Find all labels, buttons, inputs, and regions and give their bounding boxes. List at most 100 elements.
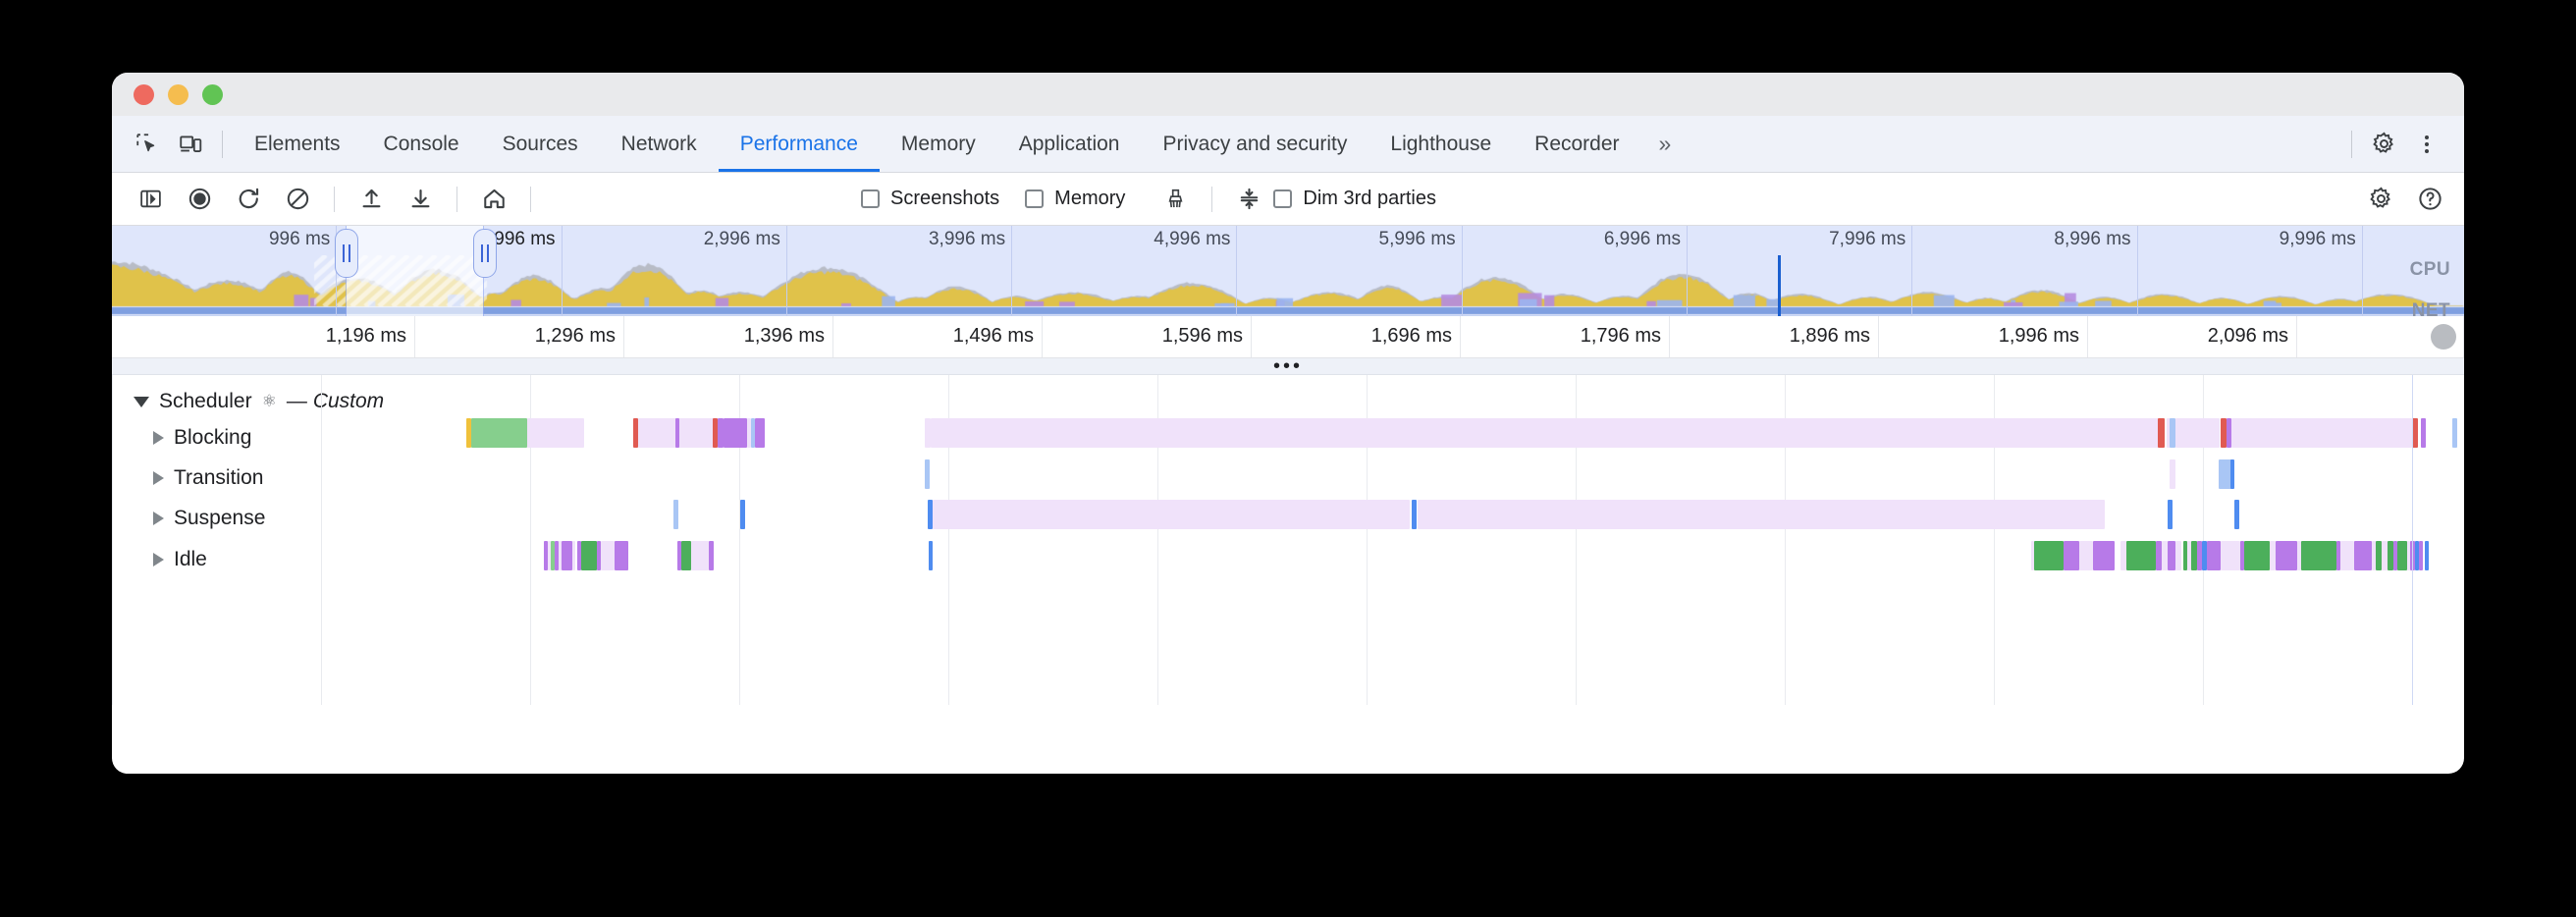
flame-bar[interactable] (931, 418, 2160, 448)
flame-bar[interactable] (751, 418, 755, 448)
flame-bar[interactable] (681, 541, 691, 570)
flame-bar[interactable] (713, 418, 718, 448)
flame-bar[interactable] (2197, 541, 2202, 570)
flame-bar[interactable] (2297, 541, 2301, 570)
flame-bar[interactable] (2219, 459, 2232, 489)
flame-bar[interactable] (597, 541, 601, 570)
flame-bar[interactable] (928, 500, 933, 529)
flame-bar[interactable] (2187, 541, 2191, 570)
flame-bar[interactable] (2425, 541, 2429, 570)
tab-privacy-and-security[interactable]: Privacy and security (1162, 132, 1348, 155)
track-row-suspense[interactable]: Suspense (153, 507, 265, 530)
settings-gear-icon[interactable] (2362, 123, 2405, 166)
load-profile-icon[interactable] (347, 178, 396, 221)
flame-bar[interactable] (581, 541, 597, 570)
more-options-icon[interactable] (2405, 123, 2448, 166)
flame-bar[interactable] (691, 541, 709, 570)
flame-bar[interactable] (2202, 541, 2207, 570)
flame-bar[interactable] (2064, 541, 2079, 570)
more-tabs-icon[interactable]: » (1658, 131, 1672, 156)
flame-bar[interactable] (2126, 541, 2156, 570)
flame-bar[interactable] (2168, 500, 2173, 529)
expand-rows-icon[interactable] (1224, 178, 1273, 221)
flame-bar[interactable] (551, 541, 555, 570)
flame-bar[interactable] (2120, 541, 2126, 570)
flame-bar[interactable] (2175, 418, 2220, 448)
device-toolbar-icon[interactable] (169, 123, 212, 166)
close-window-button[interactable] (134, 83, 154, 105)
inspect-element-icon[interactable] (126, 123, 169, 166)
flame-bar[interactable] (2183, 541, 2187, 570)
save-profile-icon[interactable] (396, 178, 445, 221)
flame-bar[interactable] (2415, 541, 2419, 570)
flame-bar[interactable] (2034, 541, 2064, 570)
track-group-scheduler[interactable]: Scheduler ⚛ — Custom (134, 390, 384, 413)
flame-bar[interactable] (2407, 541, 2410, 570)
flame-bar[interactable] (527, 418, 584, 448)
flame-bar[interactable] (2221, 541, 2240, 570)
flame-bar[interactable] (2412, 418, 2418, 448)
flame-bar[interactable] (2156, 541, 2162, 570)
tab-memory[interactable]: Memory (900, 132, 976, 155)
flame-bar[interactable] (679, 418, 717, 448)
flame-bar[interactable] (2336, 541, 2340, 570)
zoom-window-button[interactable] (202, 83, 223, 105)
tab-elements[interactable]: Elements (254, 132, 341, 155)
flame-bar[interactable] (555, 541, 559, 570)
track-row-idle[interactable]: Idle (153, 548, 207, 571)
chevron-right-icon[interactable] (153, 512, 164, 525)
flame-bar[interactable] (2207, 541, 2221, 570)
flame-bar[interactable] (2340, 541, 2354, 570)
flame-bar[interactable] (2162, 541, 2168, 570)
flame-bar[interactable] (925, 459, 930, 489)
flame-bar[interactable] (2231, 418, 2412, 448)
flame-bar[interactable] (2244, 541, 2270, 570)
flame-bar[interactable] (929, 541, 933, 570)
flame-bar[interactable] (2168, 541, 2175, 570)
memory-checkbox[interactable]: Memory (1025, 188, 1125, 210)
flame-bar[interactable] (1412, 500, 1417, 529)
flame-bar[interactable] (562, 541, 572, 570)
flame-bar[interactable] (2079, 541, 2093, 570)
flame-bar[interactable] (2227, 418, 2231, 448)
flame-bar[interactable] (615, 541, 628, 570)
flame-bar[interactable] (2276, 541, 2297, 570)
flame-bar[interactable] (2301, 541, 2336, 570)
flame-bar[interactable] (2221, 418, 2227, 448)
flame-bar[interactable] (2158, 418, 2165, 448)
screenshots-checkbox-box[interactable] (861, 189, 880, 208)
flame-bar[interactable] (2354, 541, 2372, 570)
scroll-thumb[interactable] (2431, 324, 2456, 350)
flame-chart[interactable]: Scheduler ⚛ — Custom Blocking Transition… (112, 375, 2464, 705)
tab-network[interactable]: Network (620, 132, 697, 155)
chevron-right-icon[interactable] (153, 431, 164, 445)
chevron-right-icon[interactable] (153, 553, 164, 566)
flame-bar[interactable] (747, 418, 751, 448)
flame-bar[interactable] (466, 418, 471, 448)
flame-bar[interactable] (548, 541, 551, 570)
flame-bar[interactable] (2093, 541, 2115, 570)
flame-bar[interactable] (755, 418, 765, 448)
flame-bar[interactable] (2419, 541, 2423, 570)
flame-bar[interactable] (2393, 541, 2397, 570)
memory-checkbox-box[interactable] (1025, 189, 1045, 208)
flame-bar[interactable] (577, 541, 581, 570)
flame-bar[interactable] (2270, 541, 2276, 570)
timeline-ruler[interactable]: 22,096 ms1,996 ms1,896 ms1,796 ms1,696 m… (112, 316, 2464, 358)
flame-bar[interactable] (2372, 541, 2376, 570)
flame-bar[interactable] (673, 500, 678, 529)
flame-bar[interactable] (2421, 418, 2426, 448)
flame-bar[interactable] (2031, 541, 2034, 570)
flame-bar[interactable] (2175, 541, 2181, 570)
clear-icon[interactable] (273, 178, 322, 221)
chevron-down-icon[interactable] (134, 396, 149, 407)
track-row-transition[interactable]: Transition (153, 466, 263, 490)
flame-bar[interactable] (2167, 418, 2171, 448)
flame-bar[interactable] (675, 418, 679, 448)
dim-3rd-parties-checkbox-box[interactable] (1273, 189, 1293, 208)
chevron-right-icon[interactable] (153, 471, 164, 485)
minimize-window-button[interactable] (168, 83, 188, 105)
screenshots-checkbox[interactable]: Screenshots (861, 188, 999, 210)
toggle-sidebar-icon[interactable] (126, 178, 175, 221)
